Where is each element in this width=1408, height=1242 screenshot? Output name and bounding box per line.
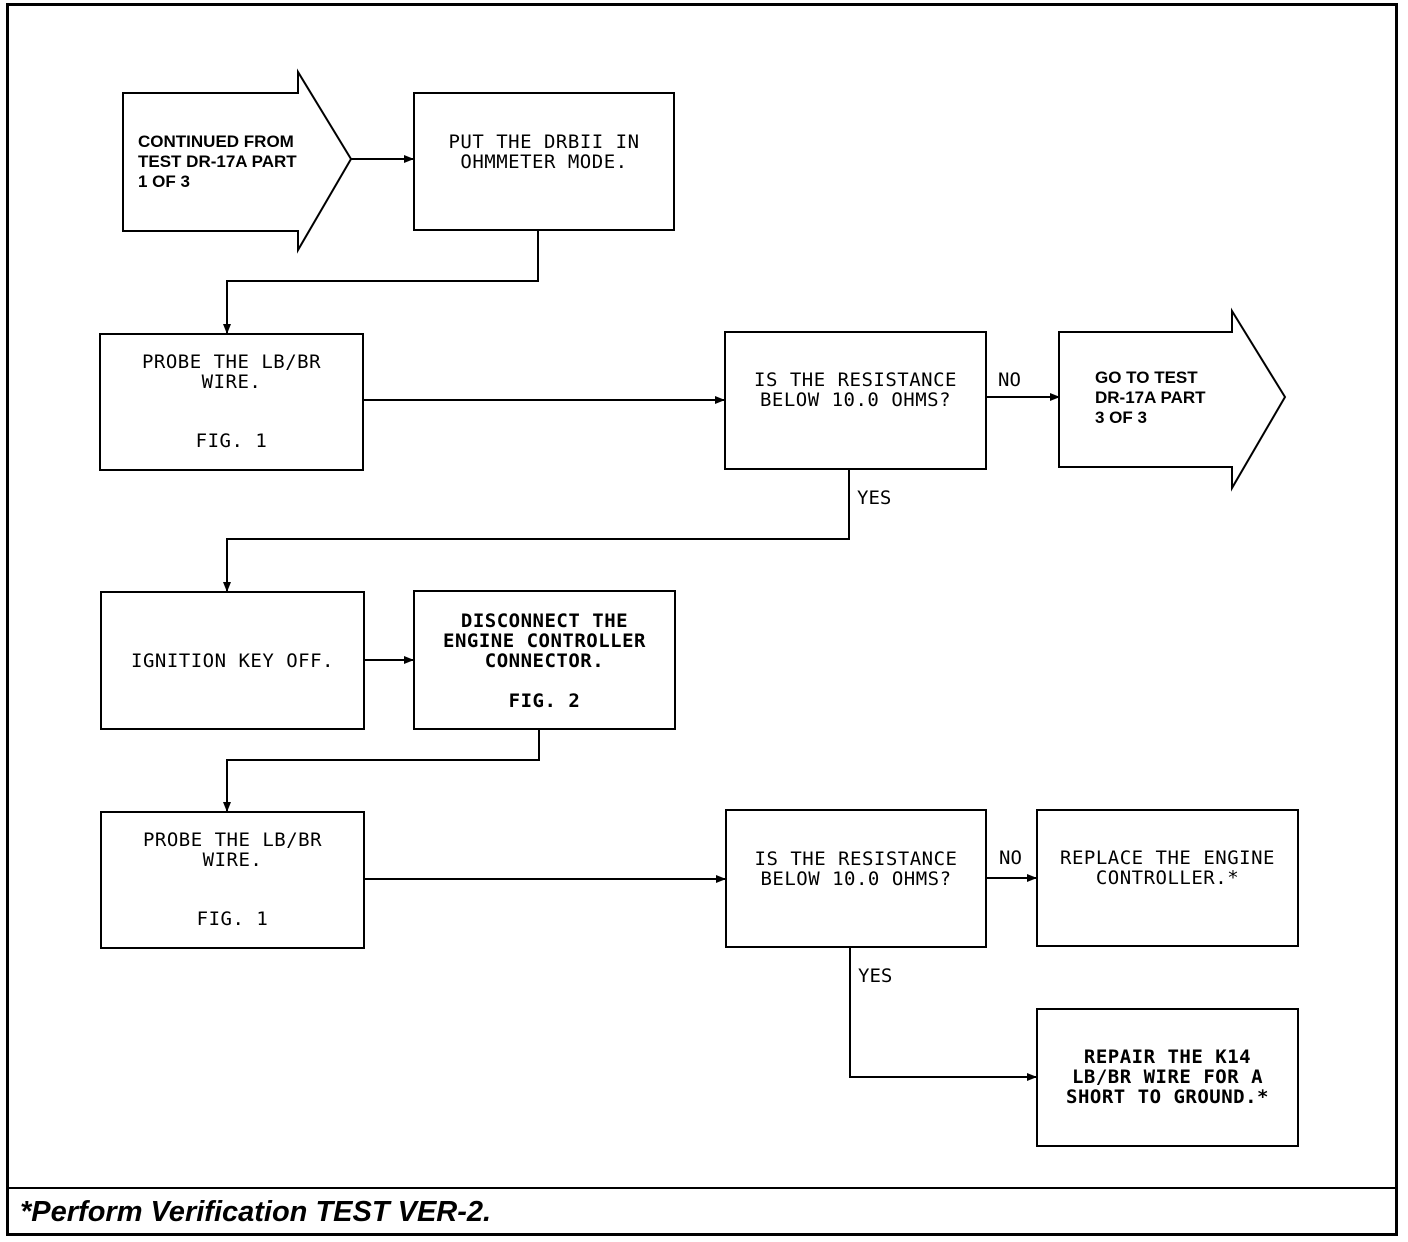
step2-line-1: PROBE THE LB/BR [141,351,322,373]
step3-line-1: IGNITION KEY OFF. [131,650,334,672]
start-arrow: CONTINUED FROM TEST DR-17A PART 1 OF 3 [138,132,297,192]
decision2-yes-label: YES [858,965,893,987]
step-probe-wire-1: PROBE THE LB/BR WIRE. FIG. 1 [99,333,364,471]
decision1-line-2: BELOW 10.0 OHMS? [759,389,952,411]
connector-decision1-yes [223,469,850,592]
goto-arrow: GO TO TEST DR-17A PART 3 OF 3 [1095,368,1206,428]
step4-fig: FIG. 2 [508,690,581,712]
step4-line-1: DISCONNECT THE [460,610,629,632]
repair-line-1: REPAIR THE K14 [1083,1046,1252,1068]
replace-line-1: REPLACE THE ENGINE [1060,847,1275,869]
step4-line-2: ENGINE CONTROLLER [443,630,646,652]
step-disconnect-engine-controller: DISCONNECT THE ENGINE CONTROLLER CONNECT… [413,590,676,730]
step2-fig: FIG. 1 [195,430,268,452]
goto-line-1: GO TO TEST [1095,368,1198,387]
decision1-no-label: NO [998,369,1021,391]
replace-line-2: CONTROLLER.* [1095,867,1240,889]
goto-line-3: 3 OF 3 [1095,408,1147,427]
start-line-2: TEST DR-17A PART [138,152,297,171]
goto-arrow-shape [1058,307,1287,492]
step-put-drbii-ohmmeter: PUT THE DRBII IN OHMMETER MODE. [413,92,675,231]
repair-line-3: SHORT TO GROUND.* [1066,1086,1269,1108]
page-frame [6,3,1398,1236]
connector-step1-to-step2 [223,230,539,334]
step-ignition-key-off: IGNITION KEY OFF. [100,591,365,730]
decision-resistance-2: IS THE RESISTANCE BELOW 10.0 OHMS? [725,809,987,948]
step2-line-2: WIRE. [201,371,262,393]
decision1-yes-label: YES [857,487,892,509]
action-replace-engine-controller: REPLACE THE ENGINE CONTROLLER.* [1036,809,1299,947]
connector-step4-to-step5 [223,729,540,812]
decision1-line-1: IS THE RESISTANCE [754,369,957,391]
step5-fig: FIG. 1 [196,908,269,930]
step1-line-1: PUT THE DRBII IN [448,131,640,153]
footer-divider [6,1187,1398,1189]
step4-line-3: CONNECTOR. [484,650,605,672]
decision2-line-1: IS THE RESISTANCE [754,848,958,870]
goto-line-2: DR-17A PART [1095,388,1206,407]
step5-line-1: PROBE THE LB/BR [142,829,323,851]
action-repair-k14-wire: REPAIR THE K14 LB/BR WIRE FOR A SHORT TO… [1036,1008,1299,1147]
step-probe-wire-2: PROBE THE LB/BR WIRE. FIG. 1 [100,811,365,949]
connector-decision2-yes [849,947,1037,1081]
footnote: *Perform Verification TEST VER-2. [20,1196,492,1228]
start-arrow-shape [122,68,353,254]
start-line-1: CONTINUED FROM [138,132,294,151]
step1-line-2: OHMMETER MODE. [460,151,628,173]
step5-line-2: WIRE. [202,849,263,871]
start-line-3: 1 OF 3 [138,172,190,191]
decision-resistance-1: IS THE RESISTANCE BELOW 10.0 OHMS? [724,331,987,470]
repair-line-2: LB/BR WIRE FOR A [1071,1066,1264,1088]
decision2-line-2: BELOW 10.0 OHMS? [760,868,952,890]
decision2-no-label: NO [999,847,1022,869]
